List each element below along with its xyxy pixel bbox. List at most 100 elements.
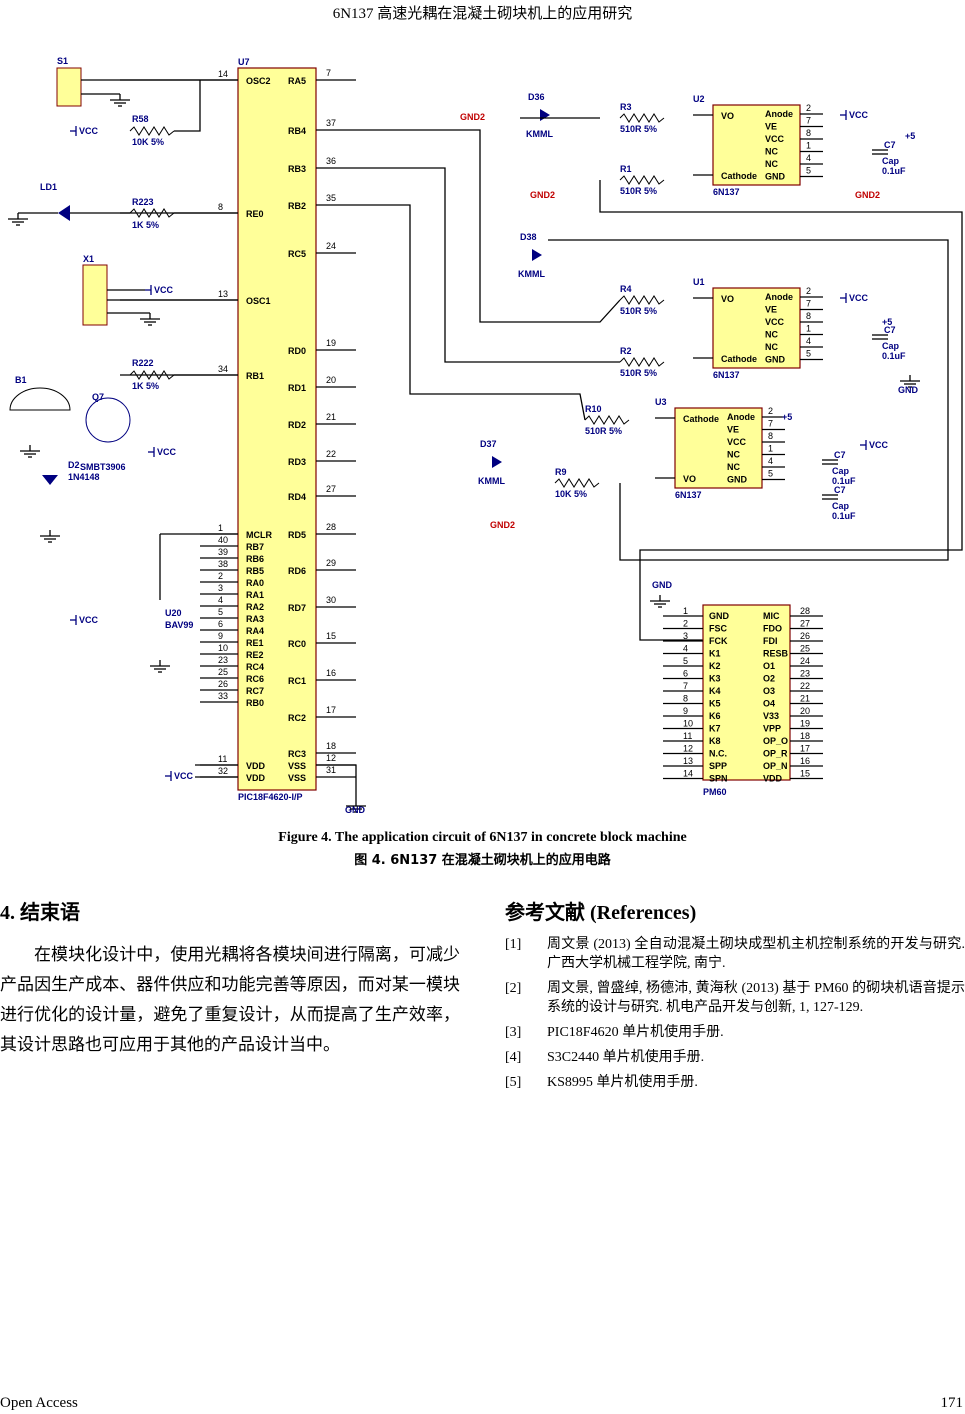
pin-name: K3 [709, 674, 721, 684]
pin-number: 2 [683, 619, 688, 629]
resistor-value: 510R 5% [620, 124, 657, 134]
pin-name: RC7 [246, 686, 264, 696]
reference-text: S3C2440 单片机使用手册. [547, 1050, 705, 1065]
reference-number: [3] [505, 1025, 522, 1040]
gnd-label: GND [898, 385, 919, 395]
pin-number: 9 [683, 706, 688, 716]
cap-value: 0.1uF [882, 166, 906, 176]
gnd-label: GND [652, 580, 673, 590]
pin-number: 6 [218, 619, 223, 629]
resistor [619, 357, 665, 367]
pin-name: VSS [288, 773, 306, 783]
pin-number: 10 [218, 643, 228, 653]
buzzer-ref: B1 [15, 375, 27, 385]
pin-name: RA5 [288, 76, 306, 86]
pin-name: VO [721, 111, 734, 121]
pin-number: 33 [218, 691, 228, 701]
pin-number: 28 [326, 522, 336, 532]
diode-ref: D37 [480, 439, 497, 449]
resistor-r223 [129, 208, 175, 218]
figure-caption-zh: 图 4. 6N137 在混凝土砌块机上的应用电路 [354, 853, 611, 868]
pin-name: VCC [765, 134, 785, 144]
pin-name: OSC1 [246, 296, 271, 306]
pin-name: OSC2 [246, 76, 271, 86]
resistor [554, 478, 600, 488]
diode [492, 456, 502, 468]
optocoupler-u2 [712, 104, 801, 186]
wire [548, 239, 949, 561]
pin-name: RE2 [246, 650, 264, 660]
wire [356, 129, 621, 323]
pin-name: K7 [709, 724, 721, 734]
pin-number: 3 [218, 583, 223, 593]
pin-name: VDD [763, 774, 783, 784]
switch-s1 [56, 67, 82, 107]
pin-name: RA0 [246, 578, 264, 588]
diode-part: KMML [478, 476, 505, 486]
resistor-ref: R9 [555, 467, 567, 477]
voice-ref: PM60 [703, 787, 727, 797]
resistor-value: 1K 5% [132, 381, 159, 391]
pin-name: RE1 [246, 638, 264, 648]
resistor-ref: R223 [132, 197, 154, 207]
cap-value: Cap [882, 341, 900, 351]
pin-name: GND [765, 172, 786, 182]
pin-name: RC5 [288, 249, 306, 259]
pin-name: RA1 [246, 590, 264, 600]
pin-number: 7 [326, 68, 331, 78]
pin-name: NC [727, 450, 740, 460]
pin-number: 38 [218, 559, 228, 569]
section-body: 在模块化设计中，使用光耦将各模块间进行隔离，可减少产品因生产成本、器件供应和功能… [0, 945, 460, 1054]
pin-name: RA2 [246, 602, 264, 612]
pin-name: O2 [763, 674, 775, 684]
pin-number: 7 [806, 299, 811, 309]
pin-number: 1 [806, 141, 811, 151]
pin-number: 7 [683, 681, 688, 691]
pin-number: 29 [326, 558, 336, 568]
pin-name: VDD [246, 761, 266, 771]
vcc-label: VCC [869, 440, 889, 450]
plus5-label: +5 [882, 317, 892, 327]
pin-number: 2 [768, 406, 773, 416]
u20-part: BAV99 [165, 620, 193, 630]
u20-ref: U20 [165, 608, 182, 618]
pin-name: Cathode [721, 354, 757, 364]
pin-name: O1 [763, 661, 775, 671]
pin-name: RB4 [288, 126, 306, 136]
references-list: [1]周文景 (2013) 全自动混凝土砌块成型机主机控制系统的开发与研究. 广… [505, 935, 965, 1098]
reference-item: [2]周文景, 曾盛绰, 杨德沛, 黄海秋 (2013) 基于 PM60 的砌块… [505, 979, 965, 1017]
pin-name: VE [727, 425, 739, 435]
pin-number: 31 [326, 765, 336, 775]
pin-number: 27 [326, 484, 336, 494]
vcc-label: VCC [174, 771, 194, 781]
crystal-x1 [82, 264, 108, 326]
diode-part: KMML [526, 129, 553, 139]
pin-name: NC [765, 147, 778, 157]
pin-name: Cathode [683, 414, 719, 424]
opto-part: 6N137 [675, 490, 702, 500]
pin-name: K8 [709, 736, 721, 746]
pin-name: FDO [763, 624, 782, 634]
pin-name: OP_R [763, 749, 788, 759]
pin-number: 5 [806, 349, 811, 359]
pin-number: 2 [806, 286, 811, 296]
resistor-ref: R10 [585, 404, 602, 414]
running-header: 6N137 高速光耦在混凝土砌块机上的应用研究 [332, 6, 633, 22]
pin-number: 36 [326, 156, 336, 166]
pin-number: 2 [218, 571, 223, 581]
pin-name: OP_N [763, 761, 788, 771]
pin-name: Anode [765, 109, 793, 119]
pin-number: 12 [683, 744, 693, 754]
resistor-ref: R4 [620, 284, 632, 294]
wire [356, 204, 586, 421]
wire [174, 80, 201, 132]
pin-name: K5 [709, 699, 721, 709]
vcc-label: VCC [849, 293, 869, 303]
transistor-part: SMBT3906 [80, 462, 126, 472]
pin-name: RE0 [246, 209, 264, 219]
pin-number: 8 [218, 202, 223, 212]
buzzer-b1 [9, 387, 71, 411]
page-number: 171 [940, 1395, 964, 1411]
mcu-part: PIC18F4620-I/P [238, 792, 303, 802]
pin-number: 1 [806, 324, 811, 334]
